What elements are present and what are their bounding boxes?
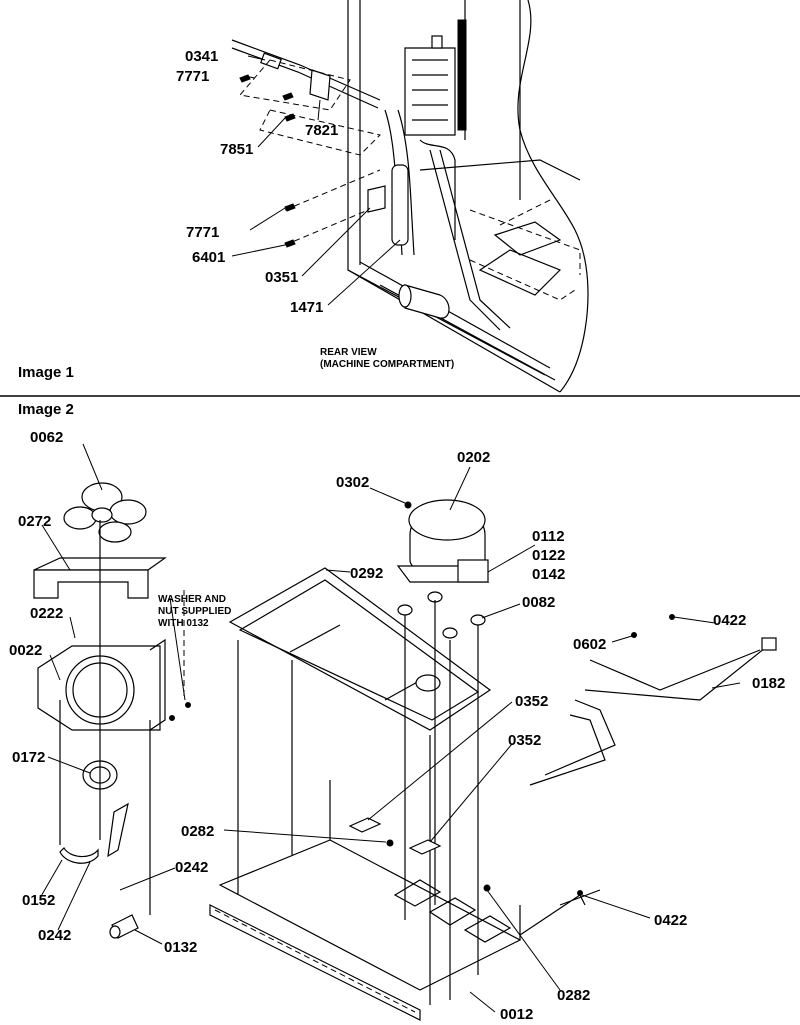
label-0282-right: 0282 bbox=[557, 987, 590, 1004]
label-6401: 6401 bbox=[192, 249, 225, 266]
part-1471 bbox=[404, 284, 450, 319]
label-0012: 0012 bbox=[500, 1006, 533, 1023]
label-7771-bottom: 7771 bbox=[186, 224, 219, 241]
bracket-0242 bbox=[107, 802, 129, 858]
label-0202: 0202 bbox=[457, 449, 490, 466]
label-0222: 0222 bbox=[30, 605, 63, 622]
part-7821 bbox=[309, 69, 331, 101]
pad-0352-b bbox=[408, 839, 442, 855]
label-0132: 0132 bbox=[164, 939, 197, 956]
drain-pan-0292 bbox=[228, 567, 492, 731]
panel-1-title: Image 1 bbox=[18, 364, 74, 381]
caption-rear-view: REAR VIEW bbox=[320, 347, 377, 358]
label-0422-top: 0422 bbox=[713, 612, 746, 629]
label-0602: 0602 bbox=[573, 636, 606, 653]
note-line-1: WASHER AND bbox=[158, 594, 226, 605]
label-0122: 0122 bbox=[532, 547, 565, 564]
label-7851: 7851 bbox=[220, 141, 253, 158]
caption-machine-compartment: (MACHINE COMPARTMENT) bbox=[320, 359, 454, 370]
compressor-0202 bbox=[396, 499, 490, 583]
panel-2-exploded-view: Image 2 bbox=[9, 401, 785, 1023]
grommets-0082 bbox=[397, 591, 486, 639]
label-0152: 0152 bbox=[22, 892, 55, 909]
label-1471: 1471 bbox=[290, 299, 323, 316]
break-line bbox=[517, 0, 589, 393]
label-0341: 0341 bbox=[185, 48, 218, 65]
label-0242-right: 0242 bbox=[175, 859, 208, 876]
label-7771-top: 7771 bbox=[176, 68, 209, 85]
label-0282-left: 0282 bbox=[181, 823, 214, 840]
panel-2-title: Image 2 bbox=[18, 401, 74, 418]
label-0082: 0082 bbox=[522, 594, 555, 611]
label-0302: 0302 bbox=[336, 474, 369, 491]
label-0351: 0351 bbox=[265, 269, 298, 286]
pad-0352-a bbox=[348, 817, 382, 833]
label-0062: 0062 bbox=[30, 429, 63, 446]
electrical-bracket bbox=[404, 47, 456, 136]
label-0292: 0292 bbox=[350, 565, 383, 582]
label-7821: 7821 bbox=[305, 122, 338, 139]
shaft bbox=[231, 39, 381, 101]
label-0182: 0182 bbox=[752, 675, 785, 692]
screw-0302 bbox=[404, 501, 412, 509]
clamp-0152 bbox=[59, 847, 99, 864]
drier bbox=[391, 164, 409, 246]
screw-0282 bbox=[386, 839, 394, 847]
label-0022: 0022 bbox=[9, 642, 42, 659]
label-0352-top: 0352 bbox=[515, 693, 548, 710]
note-line-3: WITH 0132 bbox=[158, 618, 209, 629]
part-0351 bbox=[367, 185, 386, 213]
screw-icons bbox=[239, 74, 296, 248]
base-pan-0012 bbox=[218, 839, 522, 991]
label-0112: 0112 bbox=[532, 528, 565, 545]
label-0242-left: 0242 bbox=[38, 927, 71, 944]
label-0352-bottom: 0352 bbox=[508, 732, 541, 749]
fan-blade-0062 bbox=[63, 482, 147, 543]
wire-harness-strip bbox=[457, 19, 467, 131]
label-0142: 0142 bbox=[532, 566, 565, 583]
label-0422-bottom: 0422 bbox=[654, 912, 687, 929]
label-0172: 0172 bbox=[12, 749, 45, 766]
note-line-2: NUT SUPPLIED bbox=[158, 606, 231, 617]
relay-0112 bbox=[457, 559, 489, 583]
panel-1-rear-view: 0341 7771 7821 7851 7771 6401 0351 1471 … bbox=[18, 0, 589, 393]
wire-harness-0182 bbox=[589, 649, 761, 691]
label-0272: 0272 bbox=[18, 513, 51, 530]
